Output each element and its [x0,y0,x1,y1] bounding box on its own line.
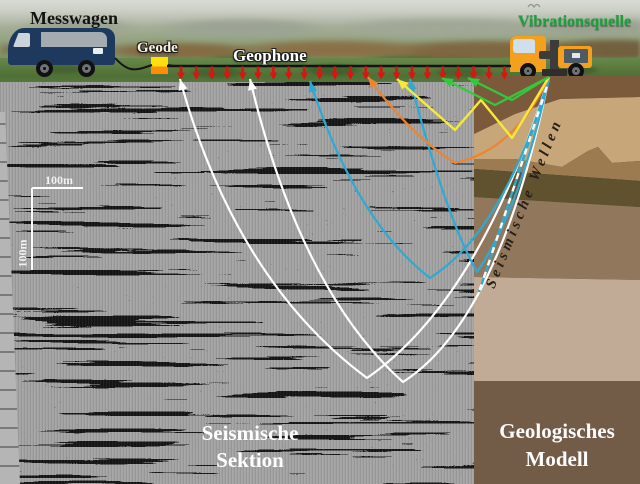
ray-arrowhead-wave-white-deep-1 [178,79,188,91]
geophone-arrow [377,66,386,80]
geology-layer-1 [474,76,640,134]
seismische-sektion-label: Seismische Sektion [140,420,360,474]
section-ruler-strip [0,112,20,484]
geophone-arrow [392,66,401,80]
sektion-line-2: Sektion [216,448,284,472]
ray-arrowhead-wave-green-shallow-2 [468,78,480,88]
geode-cable [114,57,175,71]
ray-wave-cyan-mid-1 [308,76,551,280]
modell-line-2: Modell [525,447,589,471]
seismogram-texture [0,82,475,484]
van-rear-wheel [78,60,95,77]
geology-layer-2 [474,97,640,167]
geode-box [151,57,168,74]
van-side-window [41,32,107,47]
geology-layer-3 [474,147,640,181]
geophone-arrow [423,66,432,80]
geophone-arrow [300,66,309,80]
ray-wave-cyan-dashed-alt [477,79,551,293]
geophone-arrow [238,66,247,80]
ray-wave-green-shallow-1 [441,76,550,107]
bird-silhouette [527,3,541,9]
ray-arrowhead-wave-white-deep-2 [248,79,257,91]
ray-wave-cyan-mid-2 [408,76,551,274]
ray-wave-yellow-multiple [396,76,551,140]
messwagen-label: Messwagen [30,8,118,28]
trace-lines-overlay [0,82,475,484]
geophone-arrow [469,66,478,80]
geophone-label: Geophone [233,46,307,65]
ray-arrowhead-wave-cyan-mid-1 [308,81,318,93]
geophone-arrow [284,66,293,80]
ray-arrowhead-wave-orange [368,77,379,89]
vibrator-arm [539,51,569,59]
ray-wave-white-deep-1 [178,76,551,380]
ray-wave-white-deep-2 [248,76,551,384]
truck-engine-label [572,53,580,58]
geophone-arrow [346,66,355,80]
geophone-arrow [438,66,447,80]
sektion-line-1: Seismische [201,421,299,445]
van-windshield [13,33,30,47]
geophone-arrow [269,66,278,80]
ray-wave-green-shallow-2 [467,76,550,102]
geophone-arrow [223,66,232,80]
vibrationsquelle-label: Vibrationsquelle [518,13,632,30]
ray-arrowhead-wave-yellow-multiple [397,79,409,90]
ray-arrowhead-wave-cyan-mid-2 [407,79,417,91]
geologisches-modell-label: Geologisches Modell [474,417,640,473]
geophone-arrow [207,66,216,80]
geology-layer-7 [474,381,640,484]
geology-layer-5 [474,197,640,280]
van-logo-badge [93,48,103,54]
truck-cab-window [513,39,535,53]
hills-haze [0,16,640,36]
geophone-arrow [192,66,201,80]
geology-layer-6 [474,277,640,381]
van-front-wheel [36,60,53,77]
geophone-arrow [177,66,185,80]
vibroseis-truck [506,30,596,82]
truck-front-wheel [520,63,536,79]
geophone-arrow [485,66,493,80]
modell-line-1: Geologisches [499,419,615,443]
geophone-arrow [361,66,370,80]
scale-label-horizontal: 100m [45,173,73,187]
scale-label-vertical: 100m [15,239,30,268]
geode-label: Geode [137,40,178,56]
geophone-arrow [254,66,262,80]
geophone-arrow [454,66,463,80]
geophone-arrow [315,66,324,80]
geophone-arrow [331,66,339,80]
seismic-section-image [0,82,475,484]
ray-arrowhead-wave-green-shallow-1 [442,78,454,88]
messwagen-van [6,24,120,80]
vibrator-base-plate [542,69,567,76]
truck-rear-wheel [568,63,584,79]
vibrator-column [550,40,559,79]
geophone-arrow [408,66,416,80]
geophone-arrow [500,66,509,80]
